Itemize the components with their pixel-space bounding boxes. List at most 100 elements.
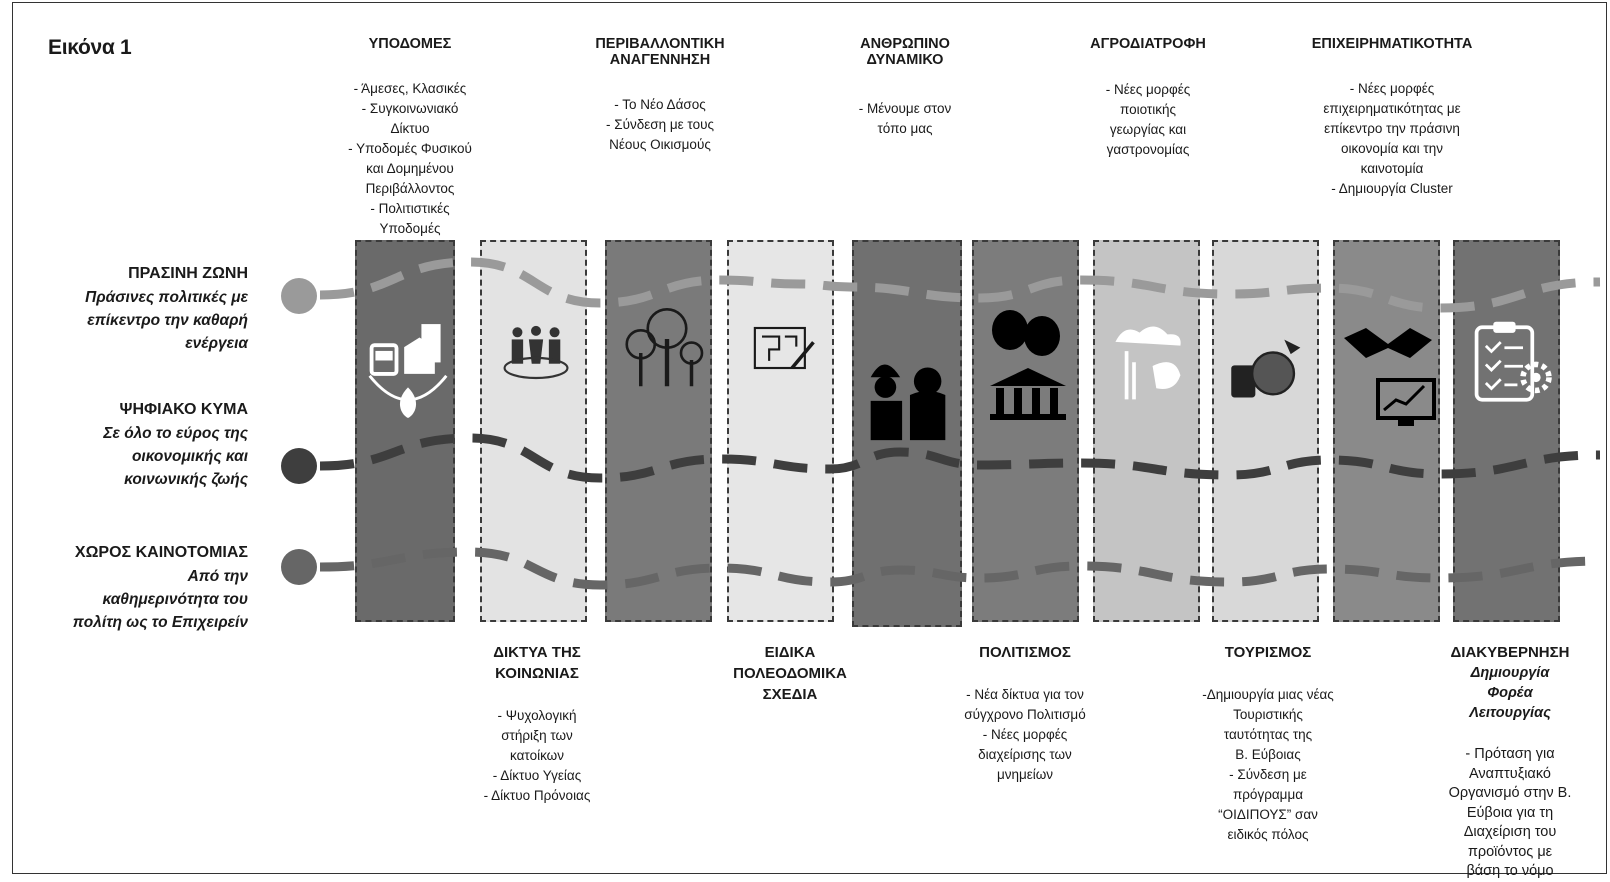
workers-icon [870, 364, 946, 441]
urban-plan-icon [753, 326, 815, 370]
forest-icon [625, 307, 704, 387]
zone-subtitle-line: Σε όλο το εύρος της [103, 425, 248, 442]
top-item-desc-line: - Μένουμε στον [858, 101, 952, 116]
top-item-desc-line: - Το Νέο Δάσος [614, 97, 706, 112]
top-item-desc: - Νέες μορφές ποιοτικής γεωργίας και γαστρο… [1028, 80, 1268, 160]
bottom-item-desc-line: Εύβοια για τη [1466, 804, 1554, 821]
top-item-desc-line: - Νέες μορφές [1105, 82, 1191, 97]
infrastructure-icon [368, 324, 448, 418]
bottom-item-desc-line: - Πρόταση για [1465, 746, 1555, 762]
top-item-desc-line: καινοτομία [1360, 161, 1424, 176]
zone-title: ΠΡΑΣΙΝΗ ΖΩΝΗ [128, 265, 248, 282]
bottom-item-title-line: ΣΧΕΔΙΑ [762, 686, 818, 703]
top-item-desc-line: Υποδομές [379, 221, 441, 236]
top-item-desc-line: Δίκτυο [390, 121, 430, 136]
column-6 [972, 240, 1079, 622]
zone-subtitle-line: επίκεντρο την καθαρή [87, 312, 248, 329]
business-icon [1344, 328, 1436, 426]
top-item-desc-line: Νέους Οικισμούς [609, 137, 711, 152]
top-item-title-line: ΑΝΘΡΩΠΙΝΟ [860, 36, 950, 52]
bottom-item-desc-line: - Δίκτυο Υγείας [492, 768, 582, 783]
zone-line-2 [319, 433, 1601, 483]
top-item-desc-line: - Πολιτιστικές [370, 201, 450, 216]
bottom-item-title: ΠΟΛΙΤΙΣΜΟΣ [930, 642, 1120, 663]
zone-subtitle-line: πολίτη ως το Επιχειρείν [72, 614, 248, 631]
top-item-desc-line: - Νέες μορφές [1349, 81, 1435, 96]
bottom-item-title-line: ΠΟΛΕΟΔΟΜΙΚΑ [733, 665, 847, 682]
bottom-item-desc-line: στήριξη των [501, 728, 573, 743]
top-item-desc-line: - Δημιουργία Cluster [1331, 181, 1453, 196]
bottom-item-desc-line: - Δίκτυο Πρόνοιας [483, 788, 591, 803]
zone-title: ΨΗΦΙΑΚΟ ΚΥΜΑ [119, 401, 248, 418]
top-item-desc-line: οικονομία και την [1341, 141, 1443, 156]
top-item-desc-line: ποιοτικής [1119, 102, 1177, 117]
top-item-desc-line: - Υποδομές Φυσικού [348, 141, 472, 156]
community-icon [503, 325, 569, 380]
top-item-title-line: ΔΥΝΑΜΙΚΟ [866, 52, 944, 68]
top-item-title-line: ΕΠΙΧΕΙΡΗΜΑΤΙΚΟΤΗΤΑ [1311, 36, 1473, 52]
top-item-desc-line: Περιβάλλοντος [365, 181, 455, 196]
top-item-title: ΑΓΡΟΔΙΑΤΡΟΦΗ [1028, 36, 1268, 52]
zone-subtitle-line: Πράσινες πολιτικές με [85, 289, 248, 306]
bottom-item-desc-line: “ΟΙΔΙΠΟΥΣ” σαν [1218, 807, 1318, 822]
top-item-desc-line: γαστρονομίας [1106, 142, 1190, 157]
bottom-item-subtitle-line: Λειτουργίας [1469, 705, 1551, 721]
zone-line-1 [319, 257, 1601, 313]
top-item-desc-line: τόπο μας [877, 121, 933, 136]
top-item-title: ΥΠΟΔΟΜΕΣ [290, 36, 530, 52]
bottom-item-desc-line: ταυτότητας της [1223, 727, 1313, 742]
bottom-item-desc-line: -Δημιουργία μιας νέας [1202, 687, 1334, 702]
top-item-title: ΕΠΙΧΕΙΡΗΜΑΤΙΚΟΤΗΤΑ [1272, 36, 1512, 52]
bottom-item-title-line: ΚΟΙΝΩΝΙΑΣ [495, 665, 579, 682]
bottom-item-desc-line: Οργανισμό στην Β. [1448, 785, 1572, 801]
top-item-title-line: ΑΓΡΟΔΙΑΤΡΟΦΗ [1090, 36, 1206, 52]
bottom-item-desc-line: προϊόντος με [1467, 843, 1553, 860]
top-item-desc-line: επιχειρηματικότητας με [1323, 101, 1461, 116]
agrifood-icon [1115, 326, 1181, 400]
bottom-item-desc-line: κατοίκων [510, 748, 564, 763]
zone-subtitle-line: κοινωνικής ζωής [124, 471, 248, 488]
zone-title: ΧΩΡΟΣ ΚΑΙΝΟΤΟΜΙΑΣ [74, 544, 248, 561]
bottom-item-desc-line: - Σύνδεση με [1229, 767, 1307, 782]
bottom-item-desc-line: Τουριστικής [1233, 707, 1303, 722]
bottom-item-desc-line: - Ψυχολογική [497, 708, 577, 723]
top-item-desc: - Μένουμε στον τόπο μας [785, 99, 1025, 139]
figure-label: Εικόνα 1 [48, 36, 132, 59]
bottom-item-title-line: ΔΙΑΚΥΒΕΡΝΗΣΗ [1450, 644, 1570, 661]
top-item-title-line: ΥΠΟΔΟΜΕΣ [368, 36, 452, 52]
bottom-item-desc: - Ψυχολογική στήριξη των κατοίκων - Δίκτυο … [442, 706, 632, 806]
top-item-desc-line: - Άμεσες, Κλασικές [353, 81, 467, 96]
bottom-item-title-line: ΔΙΚΤΥΑ ΤΗΣ [493, 644, 581, 661]
zone-line-3 [319, 547, 1601, 590]
tourism-icon [1231, 339, 1301, 398]
top-item-title-line: ΑΝΑΓΕΝΝΗΣΗ [609, 52, 711, 68]
zone-dot-2 [281, 448, 317, 484]
top-item-title-line: ΠΕΡΙΒΑΛΛΟΝΤΙΚΗ [595, 36, 725, 52]
zone-dot-3 [281, 549, 317, 585]
column-4 [727, 240, 834, 622]
zone-subtitle-line: καθημερινότητα του [102, 591, 248, 608]
top-item-desc-line: - Σύνδεση με τους [606, 117, 714, 132]
top-item-desc-line: - Συγκοινωνιακό [361, 101, 459, 116]
column-7 [1093, 240, 1200, 622]
zone-subtitle-line: ενέργεια [185, 335, 248, 352]
bottom-item-desc-line: ειδικός πόλος [1227, 827, 1309, 842]
bottom-item-subtitle-line: Δημιουργία [1470, 665, 1550, 681]
governance-icon [1474, 321, 1552, 402]
bottom-item-desc-line: Αναπτυξιακό [1469, 765, 1551, 782]
bottom-item-title-line: ΤΟΥΡΙΣΜΟΣ [1224, 644, 1312, 661]
bottom-item-title: ΔΙΚΤΥΑ ΤΗΣ ΚΟΙΝΩΝΙΑΣ [442, 642, 632, 684]
bottom-item-title-line: ΠΟΛΙΤΙΣΜΟΣ [979, 644, 1071, 661]
top-item-desc-line: γεωργίας και [1109, 122, 1187, 137]
